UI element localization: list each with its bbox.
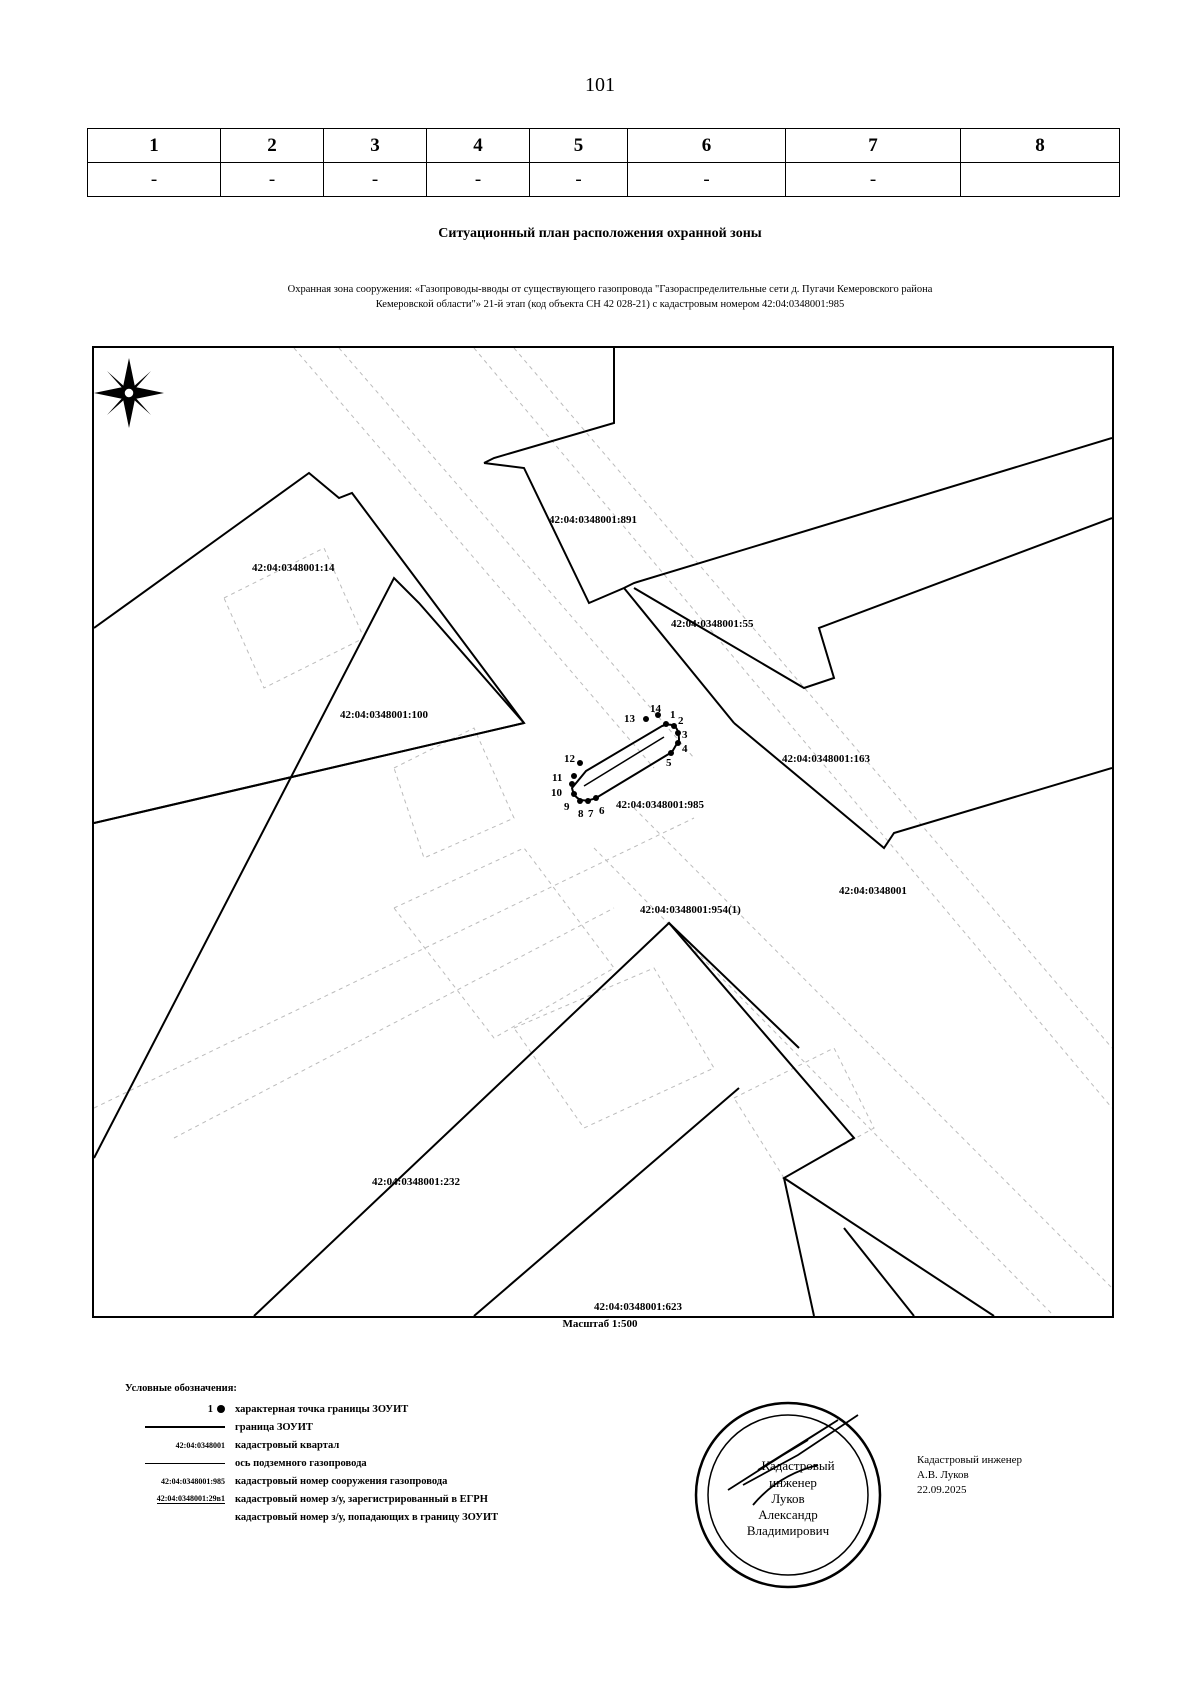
signer-name: А.В. Луков [917, 1469, 969, 1481]
page-number: 101 [585, 74, 615, 96]
legend-label: кадастровый номер сооружения газопровода [235, 1475, 448, 1487]
header-cell: 1 [87, 128, 221, 163]
parcel-label: 42:04:0348001:954(1) [640, 904, 741, 916]
legend: Условные обозначения: 1 характерная точк… [125, 1383, 645, 1526]
point-label: 9 [564, 801, 570, 813]
point-label: 12 [564, 753, 576, 765]
legend-point-number: 1 [207, 1403, 213, 1415]
legend-label: кадастровый номер з/у, попадающих в гран… [235, 1511, 499, 1523]
legend-item: кадастровый номер з/у, попадающих в гран… [125, 1508, 645, 1526]
legend-label: кадастровый квартал [235, 1439, 340, 1451]
point-label: 4 [682, 743, 688, 755]
header-cell: 3 [323, 128, 427, 163]
parcel-label: 42:04:0348001:891 [549, 514, 637, 526]
stamp-text: Александр [758, 1507, 817, 1522]
header-cell: 7 [785, 128, 961, 163]
parcel-label: 42:04:0348001:163 [782, 753, 870, 765]
table-cell: - [529, 162, 628, 197]
table-cell: - [426, 162, 530, 197]
parcel-label: 42:04:0348001:14 [252, 562, 335, 574]
legend-item: ось подземного газопровода [125, 1454, 645, 1472]
legend-sample-structure: 42:04:0348001:985 [161, 1476, 225, 1486]
legend-sample-parcel: 42:04:0348001:29в1 [156, 1494, 225, 1504]
pipeline-axis-line-icon [145, 1462, 225, 1464]
header-table-head-row: 1 2 3 4 5 6 7 8 [87, 128, 1120, 163]
document-title: Ситуационный план расположения охранной … [438, 226, 762, 241]
legend-label: характерная точка границы ЗОУИТ [235, 1403, 409, 1415]
engineer-stamp: Кадастровый инженер Луков Александр Влад… [694, 1401, 882, 1589]
table-cell: - [220, 162, 324, 197]
stamp-text: Владимирович [747, 1523, 830, 1538]
situation-plan-map: 1 2 3 4 5 6 7 8 9 10 11 12 13 14 42:04:0… [92, 346, 1114, 1318]
legend-sample-quarter: 42:04:0348001 [175, 1440, 225, 1450]
legend-item: 1 характерная точка границы ЗОУИТ [125, 1400, 645, 1418]
header-cell: 2 [220, 128, 324, 163]
point-label: 2 [678, 715, 684, 727]
header-table-data-row: - - - - - - - [87, 162, 1120, 197]
parcel-label: 42:04:0348001 [839, 885, 907, 897]
subtitle-line: Охранная зона сооружения: «Газопроводы-в… [287, 284, 933, 295]
protection-zone-boundary [570, 723, 681, 802]
subtitle-line: Кемеровской области"» 21-й этап (код объ… [375, 299, 845, 310]
parcel-label: 42:04:0348001:985 [616, 799, 704, 811]
protection-zone: 1 2 3 4 5 6 7 8 9 10 11 12 13 14 [551, 703, 688, 820]
point-label: 1 [670, 709, 676, 721]
map-canvas: 1 2 3 4 5 6 7 8 9 10 11 12 13 14 42:04:0… [94, 348, 1112, 1316]
legend-label: кадастровый номер з/у, зарегистрированны… [235, 1493, 488, 1505]
signer-role: Кадастровый инженер [917, 1454, 1022, 1466]
point-label: 14 [650, 703, 662, 715]
map-scale: Масштаб 1:500 [562, 1318, 638, 1330]
document-subtitle: Охранная зона сооружения: «Газопроводы-в… [140, 282, 1080, 312]
point-label: 13 [624, 713, 636, 725]
north-arrow-icon [94, 358, 164, 428]
legend-label: ось подземного газопровода [235, 1457, 367, 1469]
legend-heading: Условные обозначения: [125, 1383, 237, 1394]
table-cell: - [785, 162, 961, 197]
parcel-label: 42:04:0348001:623 [594, 1301, 682, 1313]
stamp-text: инженер [769, 1475, 817, 1490]
parcel-label: 42:04:0348001:100 [340, 709, 428, 721]
legend-item: 42:04:0348001:29в1 кадастровый номер з/у… [125, 1490, 645, 1508]
point-label: 6 [599, 805, 605, 817]
point-labels: 1 2 3 4 5 6 7 8 9 10 11 12 13 14 [551, 703, 688, 820]
point-label: 11 [552, 772, 562, 784]
parcel-label: 42:04:0348001:55 [671, 618, 754, 630]
zone-points [569, 712, 681, 804]
parcel-label: 42:04:0348001:232 [372, 1176, 460, 1188]
signer-block: Кадастровый инженер А.В. Луков 22.09.202… [917, 1453, 1022, 1498]
table-cell: - [87, 162, 221, 197]
header-cell: 4 [426, 128, 530, 163]
point-marker-icon [217, 1405, 225, 1413]
gas-pipeline-axis [583, 736, 665, 787]
signer-date: 22.09.2025 [917, 1484, 967, 1496]
background-linework [94, 348, 1112, 1316]
header-cell: 6 [627, 128, 786, 163]
point-label: 5 [666, 757, 672, 769]
legend-label: граница ЗОУИТ [235, 1421, 313, 1433]
table-cell: - [323, 162, 427, 197]
stamp-text: Кадастровый [761, 1458, 834, 1473]
parcel-labels: 42:04:0348001:891 42:04:0348001:14 42:04… [252, 514, 907, 1313]
point-label: 8 [578, 808, 584, 820]
header-cell: 8 [960, 128, 1120, 163]
table-cell [960, 162, 1120, 197]
header-cell: 5 [529, 128, 628, 163]
table-cell: - [627, 162, 786, 197]
header-table: 1 2 3 4 5 6 7 8 - - - - - - - [87, 128, 1120, 197]
stamp-text: Луков [771, 1491, 804, 1506]
point-label: 10 [551, 787, 563, 799]
parcel-boundaries [94, 348, 1112, 1316]
point-label: 7 [588, 808, 594, 820]
zone-boundary-line-icon [145, 1426, 225, 1428]
legend-item: 42:04:0348001:985 кадастровый номер соор… [125, 1472, 645, 1490]
legend-item: граница ЗОУИТ [125, 1418, 645, 1436]
legend-item: 42:04:0348001 кадастровый квартал [125, 1436, 645, 1454]
signature [727, 1414, 859, 1506]
point-label: 3 [682, 729, 688, 741]
